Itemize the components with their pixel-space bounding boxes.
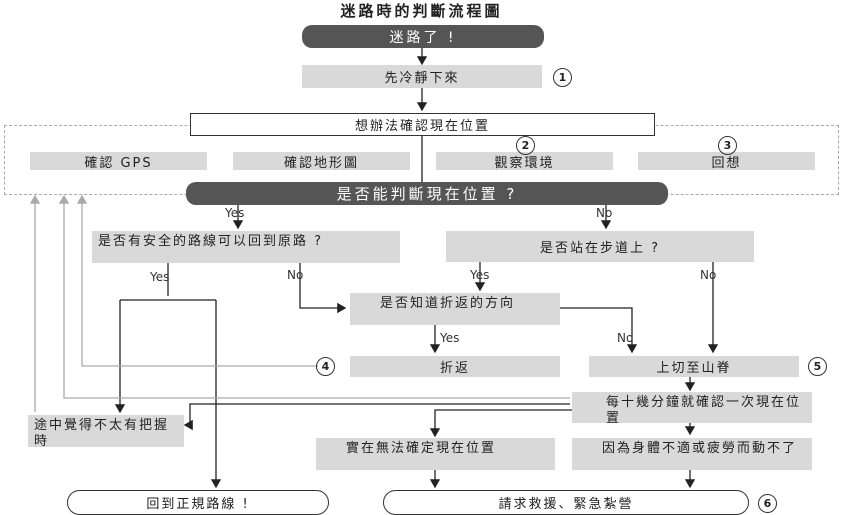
arrow-check-unsure [183,403,570,431]
arrow-safe-no [299,262,347,314]
step-3: 3 [718,136,737,155]
label-yes-know: Yes [440,331,460,345]
node-unsure: 途中覺得不太有把握時 [28,415,184,449]
step-2: 2 [516,136,535,155]
node-rescue: 請求救援、緊急紮營 [383,490,749,515]
label-yes-judge: Yes [225,206,245,220]
step-6-icon: 6 [758,494,777,513]
arrow-check-cannot [429,409,572,438]
node-confirm-gps: 確認 GPS [30,152,207,171]
node-exhausted: 因為身體不適或疲勞而動不了 [572,438,812,470]
feedback-turnback [76,194,318,367]
node-check-interval: 每十幾分鐘就確認一次現在位置 [572,392,812,426]
node-turn-back: 折返 [350,356,560,377]
step-1-icon: 1 [553,68,572,87]
step-1: 1 [553,68,572,87]
label-no-know: No [617,331,634,345]
node-cannot-confirm: 實在無法確定現在位置 [316,438,555,470]
label-no-safe: No [287,268,304,282]
node-calm: 先冷靜下來 [302,65,542,88]
label-no-trail: No [700,268,717,282]
step-4: 4 [316,357,335,376]
step-4-icon: 4 [316,357,335,376]
node-safe-route: 是否有安全的路線可以回到原路 ? [92,231,400,263]
step-6: 6 [758,494,777,513]
node-climb-ridge: 上切至山脊 [589,356,799,377]
node-on-trail: 是否站在步道上 ? [446,231,754,262]
step-5: 5 [808,357,827,376]
feedback-check [58,194,570,399]
node-confirm-terrain: 確認地形圖 [233,152,410,171]
arrow-know-no [560,307,638,354]
step-2-icon: 2 [516,136,535,155]
node-recall: 回想 [638,152,815,171]
node-return-route: 回到正規路線 ! [67,490,329,515]
diagram-title: 迷路時的判斷流程圖 [340,2,503,20]
label-yes-safe: Yes [150,270,170,284]
node-observe: 觀察環境 [436,152,613,171]
node-find-position: 想辦法確認現在位置 [190,113,655,136]
node-can-judge: 是否能判斷現在位置 ? [186,182,668,205]
step-5-icon: 5 [808,357,827,376]
label-yes-trail: Yes [470,268,490,282]
step-3-icon: 3 [718,136,737,155]
node-know-direction: 是否知道折返的方向 [350,293,560,325]
node-lost: 迷路了 ! [302,25,544,48]
label-no-judge: No [596,206,613,220]
